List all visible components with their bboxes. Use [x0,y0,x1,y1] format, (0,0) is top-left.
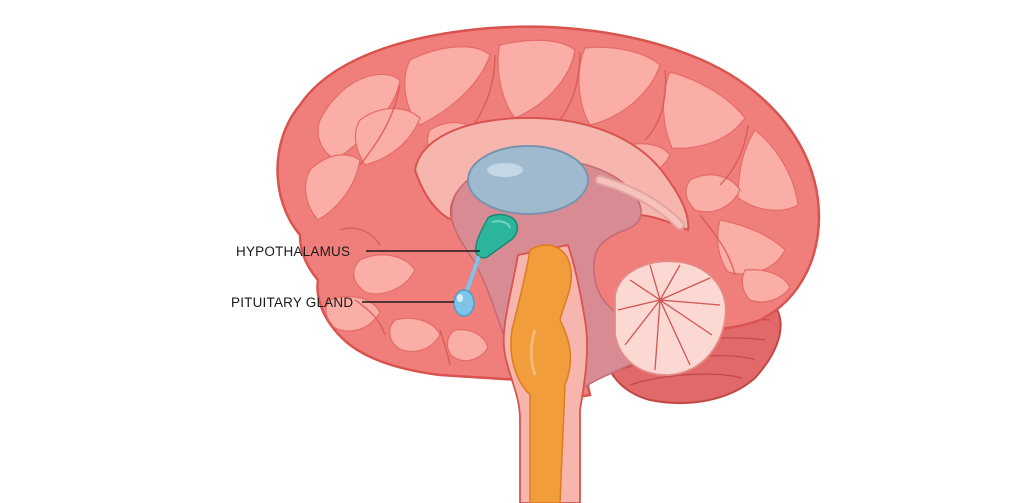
hypothalamus [474,213,519,259]
hypothalamus-label: HYPOTHALAMUS [236,244,350,259]
hypothalamus-shape [474,213,519,259]
brainstem-core [510,244,572,503]
cerebellum-arbor-vitae [614,260,727,376]
pituitary-shape [453,289,475,317]
ventricle-shape [467,145,589,215]
pituitary-gland [453,256,480,317]
pituitary-gland-label: PITUITARY GLAND [231,295,353,310]
brainstem [502,243,588,503]
cerebellum-white-matter [614,260,727,376]
lateral-ventricle [467,145,589,215]
